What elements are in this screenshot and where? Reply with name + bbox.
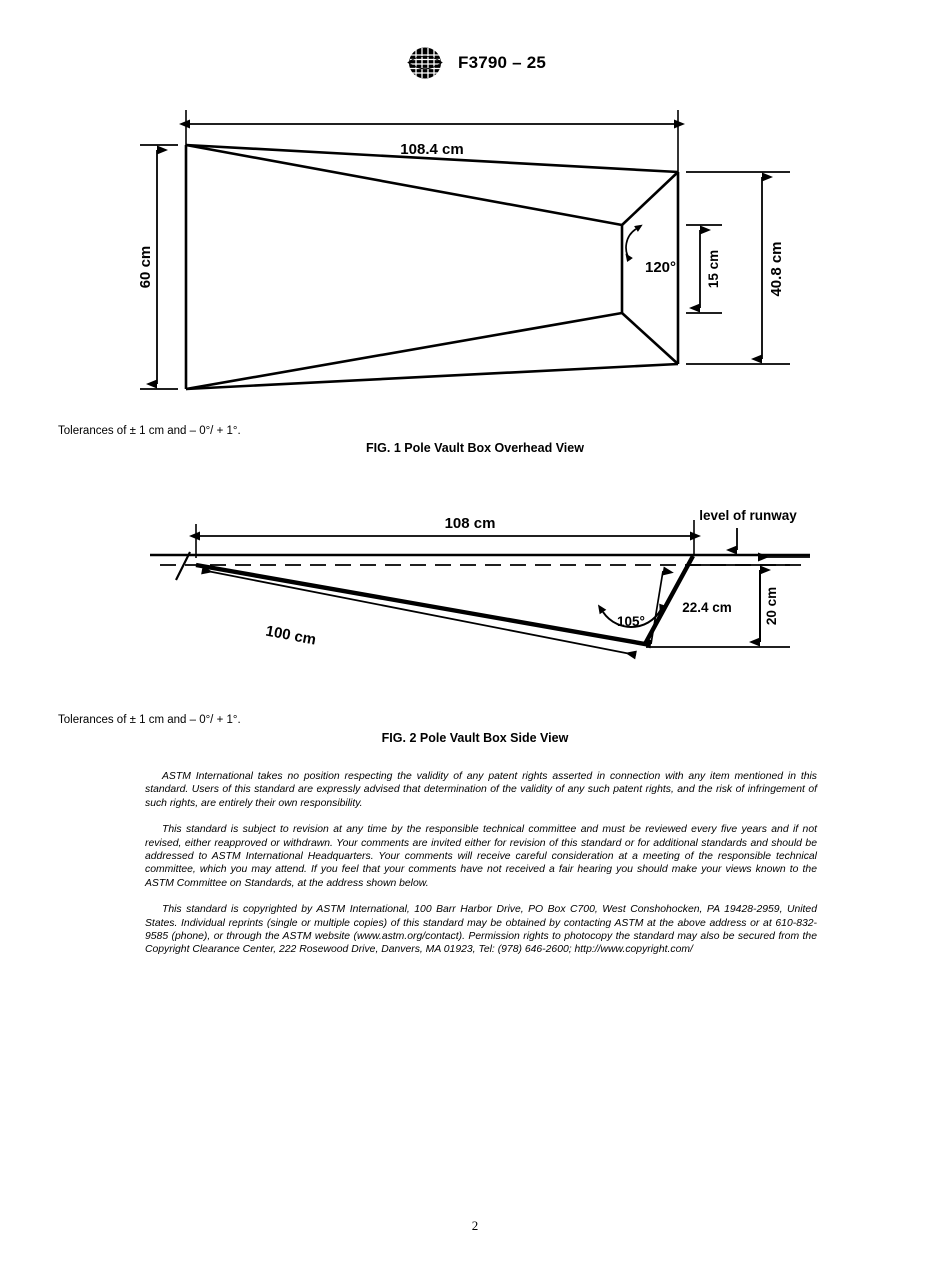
figure-2-caption: FIG. 2 Pole Vault Box Side View [381,731,569,745]
fig1-inner-width-label: 15 cm [706,250,721,288]
fig2-stopboard-dimension-line [640,566,674,649]
fig2-length-label: 108 cm [445,515,496,532]
legal-notices: ASTM International takes no position res… [145,770,817,970]
fig1-angle-arc [625,224,643,263]
fig2-slope-dimension-line [201,565,637,660]
fig1-outer-width-label: 40.8 cm [768,241,785,296]
page-number: 2 [471,1218,479,1233]
fig2-left-lip-tick [175,551,191,581]
figure-2-drawing: level of runway 108 cm 100 cm 105° 22.4 … [150,508,810,660]
figure-1-drawing: 108.4 cm 60 cm [137,110,790,391]
fig1-length-label: 108.4 cm [400,141,463,158]
standard-designation: F3790 – 25 [457,53,546,72]
revision-paragraph: This standard is subject to revision at … [145,824,817,889]
figure-1-caption: FIG. 1 Pole Vault Box Overhead View [366,441,584,455]
page-header: F3790 – 25 [0,46,950,80]
fig2-angle-label: 105° [617,614,645,629]
copyright-paragraph: This standard is copyrighted by ASTM Int… [145,904,817,956]
astm-logo [407,47,443,79]
fig1-angle-label: 120° [645,259,676,276]
fig2-runway-label: level of runway [699,508,797,523]
fig2-slope-label: 100 cm [264,623,317,649]
figure-1-tolerance-note: Tolerances of ± 1 cm and – 0°/ + 1°. [58,425,241,437]
figure-2-tolerance-note: Tolerances of ± 1 cm and – 0°/ + 1°. [58,714,241,726]
patent-rights-paragraph: ASTM International takes no position res… [145,771,817,809]
figure-1: 108.4 cm 60 cm [0,92,950,422]
fig1-width-left-label: 60 cm [137,246,154,289]
fig2-depth-label: 20 cm [764,587,779,625]
fig2-stopboard-label: 22.4 cm [682,600,732,615]
figure-2: level of runway 108 cm 100 cm 105° 22.4 … [0,492,950,692]
